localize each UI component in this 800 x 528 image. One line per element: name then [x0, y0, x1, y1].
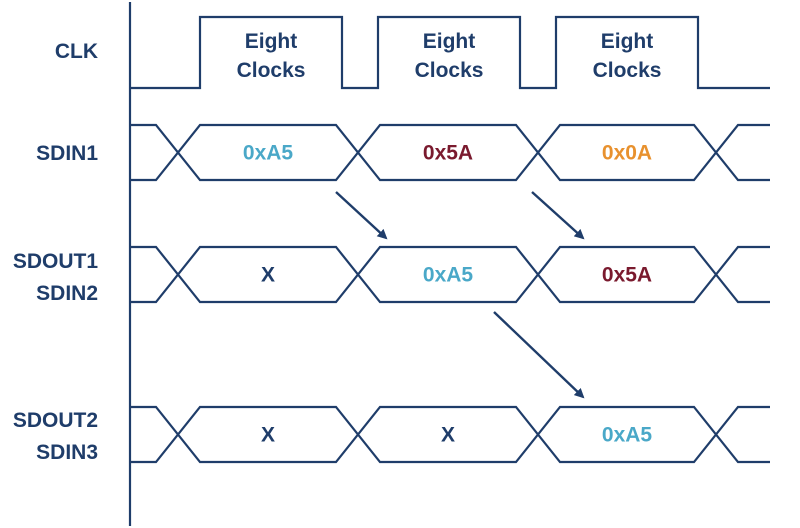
bus-rail-b: [130, 123, 770, 182]
shift-arrow-3: [493, 311, 585, 399]
data-rows: 0xA5 0x5A 0x0A X 0xA5 0x5A X X 0xA5: [130, 123, 770, 464]
clock-pulse-2: Eight Clocks: [415, 30, 484, 82]
bus-value: 0x5A: [602, 264, 652, 287]
clock-pulse-1: Eight Clocks: [237, 30, 306, 82]
clk-label: CLK: [55, 40, 98, 63]
clock-pulse-label-line2: Clocks: [415, 59, 484, 82]
clock-pulse-label-line1: Eight: [245, 30, 298, 53]
bus-row-sdout2-sdin3: X X 0xA5: [130, 405, 770, 464]
sdout2-label: SDOUT2: [13, 409, 98, 432]
bus-value: 0x0A: [602, 142, 652, 165]
bus-row-sdin1: 0xA5 0x5A 0x0A: [130, 123, 770, 182]
clock-pulse-label-line1: Eight: [423, 30, 476, 53]
bus-value: 0x5A: [423, 142, 473, 165]
shift-arrow-1: [335, 191, 388, 240]
shift-arrow-2: [531, 191, 585, 240]
bus-rail-b: [130, 245, 770, 304]
bus-value: 0xA5: [423, 264, 474, 287]
sdin2-label: SDIN2: [36, 282, 98, 305]
bus-rail-b: [130, 405, 770, 464]
clock-pulse-3: Eight Clocks: [593, 30, 662, 82]
bus-value: X: [441, 424, 455, 447]
bus-value: X: [261, 264, 275, 287]
bus-row-sdout1-sdin2: X 0xA5 0x5A: [130, 245, 770, 304]
bus-value: 0xA5: [602, 424, 653, 447]
clock-pulse-label-line2: Clocks: [237, 59, 306, 82]
sdout1-label: SDOUT1: [13, 250, 99, 273]
sdin3-label: SDIN3: [36, 441, 98, 464]
clk-waveform: [130, 15, 770, 90]
sdin1-label: SDIN1: [36, 142, 98, 165]
bus-value: X: [261, 424, 275, 447]
bus-value: 0xA5: [243, 142, 294, 165]
clock-pulse-label-line1: Eight: [601, 30, 654, 53]
clock-pulse-label-line2: Clocks: [593, 59, 662, 82]
